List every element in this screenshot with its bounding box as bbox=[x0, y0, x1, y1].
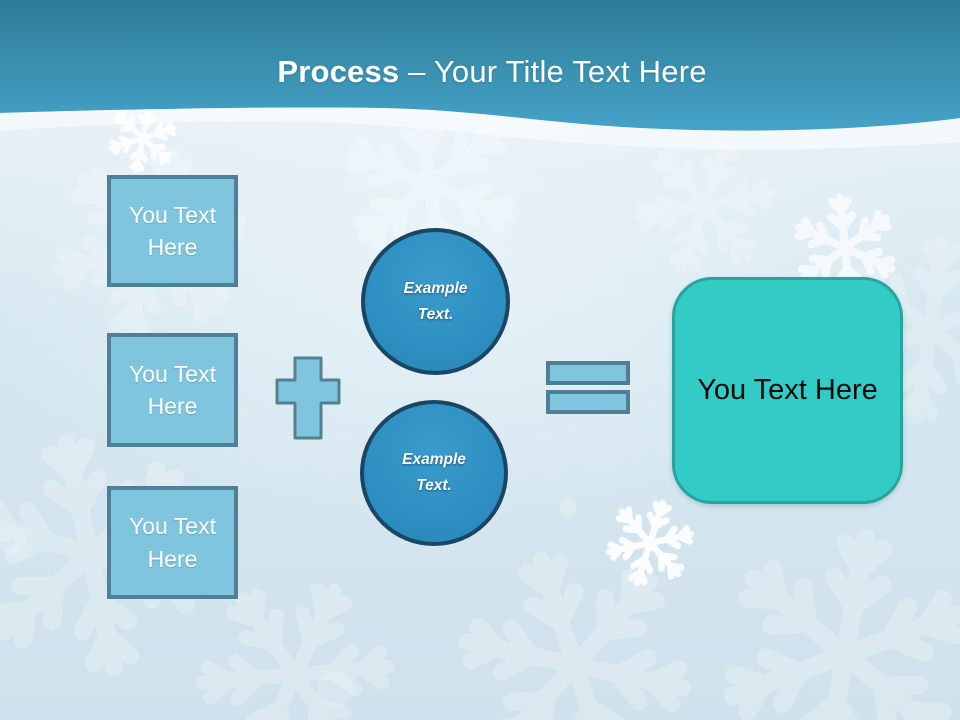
input-box-2: You Text Here bbox=[107, 333, 238, 447]
input-box-1: You Text Here bbox=[107, 175, 238, 287]
input-box-3: You Text Here bbox=[107, 486, 238, 599]
result-box-label: You Text Here bbox=[697, 374, 878, 406]
page-title: Process – Your Title Text Here bbox=[12, 54, 960, 90]
equals-icon bbox=[546, 361, 630, 414]
example-circle-1-label: Example Text. bbox=[403, 279, 468, 323]
title-bold-part: Process bbox=[277, 54, 400, 89]
input-box-2-label: You Text Here bbox=[129, 360, 216, 419]
header-wave-graphic bbox=[0, 0, 960, 150]
plus-icon bbox=[275, 356, 341, 440]
result-box: You Text Here bbox=[672, 277, 903, 504]
input-box-1-label: You Text Here bbox=[129, 201, 216, 260]
slide-header: Process – Your Title Text Here bbox=[0, 0, 960, 160]
example-circle-2: Example Text. bbox=[360, 400, 508, 546]
example-circle-2-label: Example Text. bbox=[402, 451, 466, 494]
example-circle-1: Example Text. bbox=[361, 228, 510, 375]
input-box-3-label: You Text Here bbox=[129, 513, 216, 572]
title-regular-part: – Your Title Text Here bbox=[399, 54, 707, 89]
faint-snowflakes bbox=[0, 91, 960, 720]
